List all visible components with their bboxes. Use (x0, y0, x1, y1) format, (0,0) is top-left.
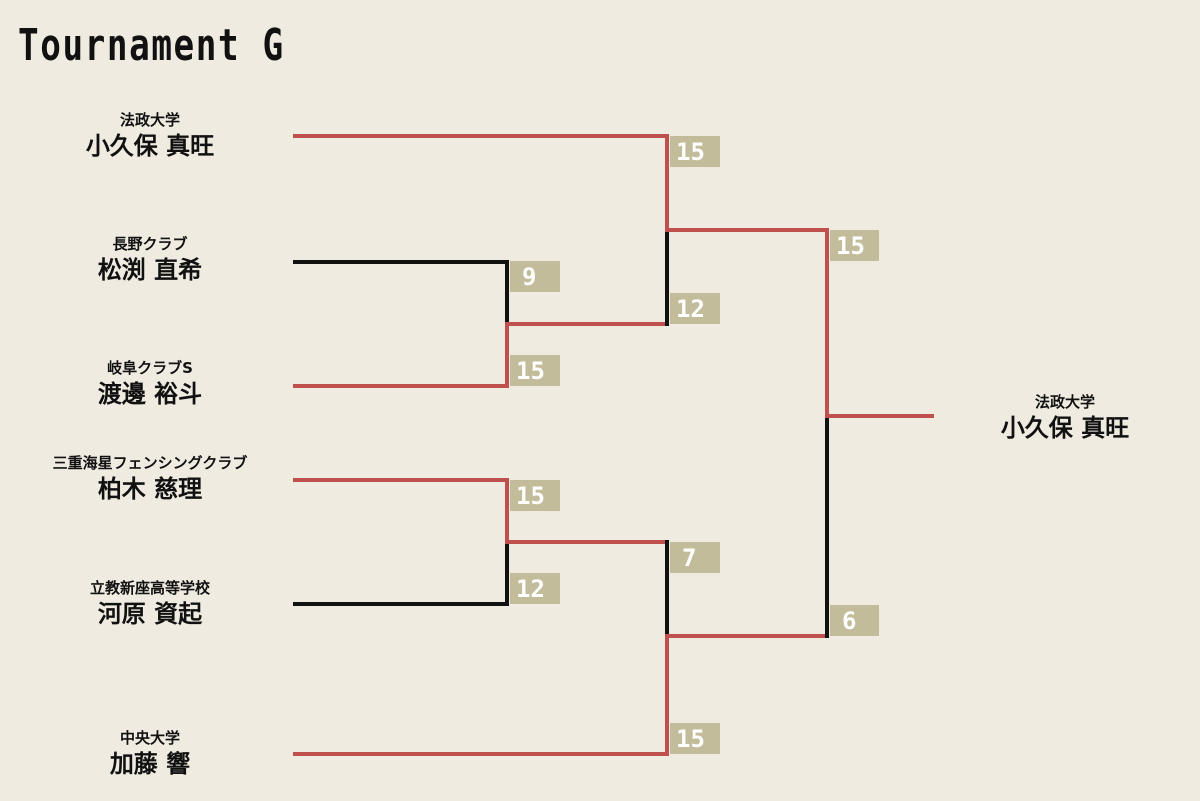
champion-name: 小久保 真旺 (1000, 414, 1130, 442)
score-value: 12 (516, 575, 545, 603)
score-box (510, 573, 560, 604)
player-name: 小久保 真旺 (85, 132, 215, 160)
score-r2-a-bottom: 12 (670, 293, 720, 324)
player-affiliation: 中央大学 (119, 729, 180, 747)
score-r2-b-top: 7 (670, 542, 720, 573)
score-value: 15 (516, 482, 545, 510)
player-name: 河原 資起 (97, 600, 203, 628)
score-value: 6 (842, 607, 856, 635)
score-value: 15 (516, 357, 545, 385)
tournament-title: Tournament G (18, 20, 285, 71)
score-value: 15 (676, 138, 705, 166)
score-r1-a-bottom: 15 (510, 355, 560, 386)
player-entry-5: 立教新座高等学校 河原 資起 (50, 578, 250, 630)
player-entry-3: 岐阜クラブS 渡邊 裕斗 (50, 358, 250, 410)
player-name: 加藤 響 (109, 750, 191, 778)
score-r1-b-bottom: 12 (510, 573, 560, 604)
score-value: 7 (682, 544, 696, 572)
player-affiliation: 岐阜クラブS (107, 359, 193, 377)
player-entry-4: 三重海星フェンシングクラブ 柏木 慈理 (30, 453, 270, 505)
score-r1-a-top: 9 (510, 261, 560, 292)
player-name: 松渕 直希 (97, 256, 203, 284)
player-name: 柏木 慈理 (97, 475, 203, 503)
score-box (510, 480, 560, 511)
player-affiliation: 法政大学 (119, 111, 180, 129)
score-box (830, 605, 879, 636)
champion-entry: 法政大学 小久保 真旺 (960, 392, 1170, 444)
player-affiliation: 長野クラブ (112, 235, 188, 253)
score-final-top: 15 (830, 230, 879, 261)
player-affiliation: 三重海星フェンシングクラブ (52, 454, 248, 472)
score-box (830, 230, 879, 261)
score-final-bottom: 6 (830, 605, 879, 636)
score-box (670, 293, 720, 324)
player-affiliation: 立教新座高等学校 (89, 579, 210, 597)
score-box (670, 542, 720, 573)
score-r2-b-bottom: 15 (670, 723, 720, 754)
score-r2-a-top: 15 (670, 136, 720, 167)
player-entry-2: 長野クラブ 松渕 直希 (50, 234, 250, 286)
score-box (510, 355, 560, 386)
score-value: 15 (676, 725, 705, 753)
player-entry-6: 中央大学 加藤 響 (50, 728, 250, 780)
champion-affiliation: 法政大学 (1034, 393, 1095, 411)
score-value: 15 (836, 232, 865, 260)
player-name: 渡邊 裕斗 (97, 380, 203, 408)
bracket-lines (293, 134, 934, 756)
score-value: 12 (676, 295, 705, 323)
score-box (670, 723, 720, 754)
score-box (670, 136, 720, 167)
player-entry-1: 法政大学 小久保 真旺 (50, 110, 250, 162)
score-r1-b-top: 15 (510, 480, 560, 511)
score-box (510, 261, 560, 292)
score-value: 9 (522, 263, 536, 291)
